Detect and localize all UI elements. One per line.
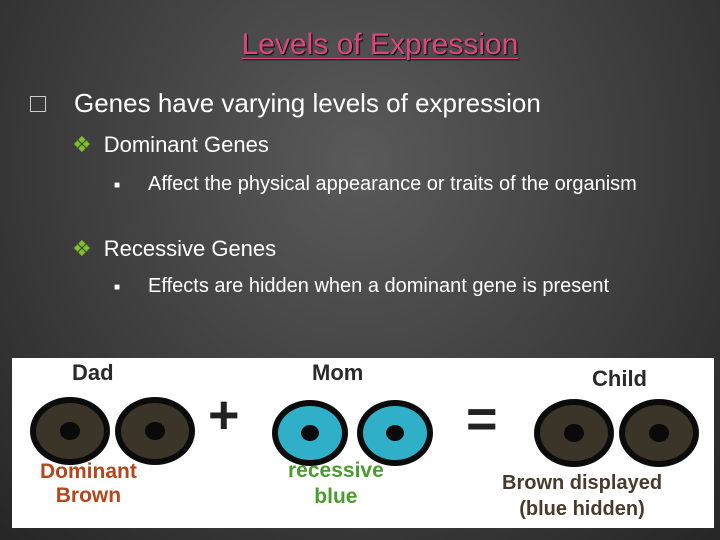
recessive-detail-row: ■ Effects are hidden when a dominant gen…	[114, 272, 720, 302]
eye-color-figure: Dad Mom Child + = Do	[12, 358, 714, 528]
dad-label: Dad	[72, 360, 114, 385]
child-caption-line1: Brown displayed	[502, 472, 663, 494]
diamond-bullet-icon: ❖	[72, 236, 92, 261]
small-square-bullet-icon: ■	[114, 282, 121, 293]
child-eyes	[534, 399, 699, 467]
dominant-detail: Affect the physical appearance or traits…	[148, 173, 637, 195]
dominant-heading-row: ❖ Dominant Genes	[72, 132, 269, 158]
mom-caption: recessive blue	[288, 458, 384, 510]
dad-eyes	[30, 397, 195, 465]
dominant-detail-row: ■ Affect the physical appearance or trai…	[114, 170, 668, 200]
recessive-detail: Effects are hidden when a dominant gene …	[148, 275, 610, 297]
child-caption: Brown displayed (blue hidden)	[502, 470, 662, 522]
main-bullet-text: Genes have varying levels of expression	[74, 88, 541, 118]
dad-caption-line2: Brown	[55, 484, 122, 507]
square-bullet-icon	[30, 96, 46, 112]
slide-title: Levels of Expression	[241, 28, 519, 61]
child-caption-line2: (blue hidden)	[519, 498, 645, 520]
mom-eyes	[272, 400, 433, 466]
dad-caption-line1: Dominant	[40, 460, 137, 483]
eyes-illustration	[30, 397, 699, 467]
mom-caption-line1: recessive	[288, 459, 384, 482]
small-square-bullet-icon: ■	[114, 180, 121, 191]
recessive-heading-row: ❖ Recessive Genes	[72, 236, 276, 262]
equals-sign: =	[466, 389, 498, 449]
mom-label: Mom	[312, 360, 364, 385]
plus-sign: +	[208, 385, 240, 445]
mom-caption-line2: blue	[314, 485, 358, 508]
dad-caption: Dominant Brown	[40, 460, 137, 508]
child-label: Child	[592, 366, 647, 391]
dominant-heading: Dominant Genes	[103, 132, 269, 157]
diamond-bullet-icon: ❖	[72, 132, 92, 157]
main-bullet: Genes have varying levels of expression	[30, 88, 541, 119]
recessive-heading: Recessive Genes	[103, 236, 277, 261]
